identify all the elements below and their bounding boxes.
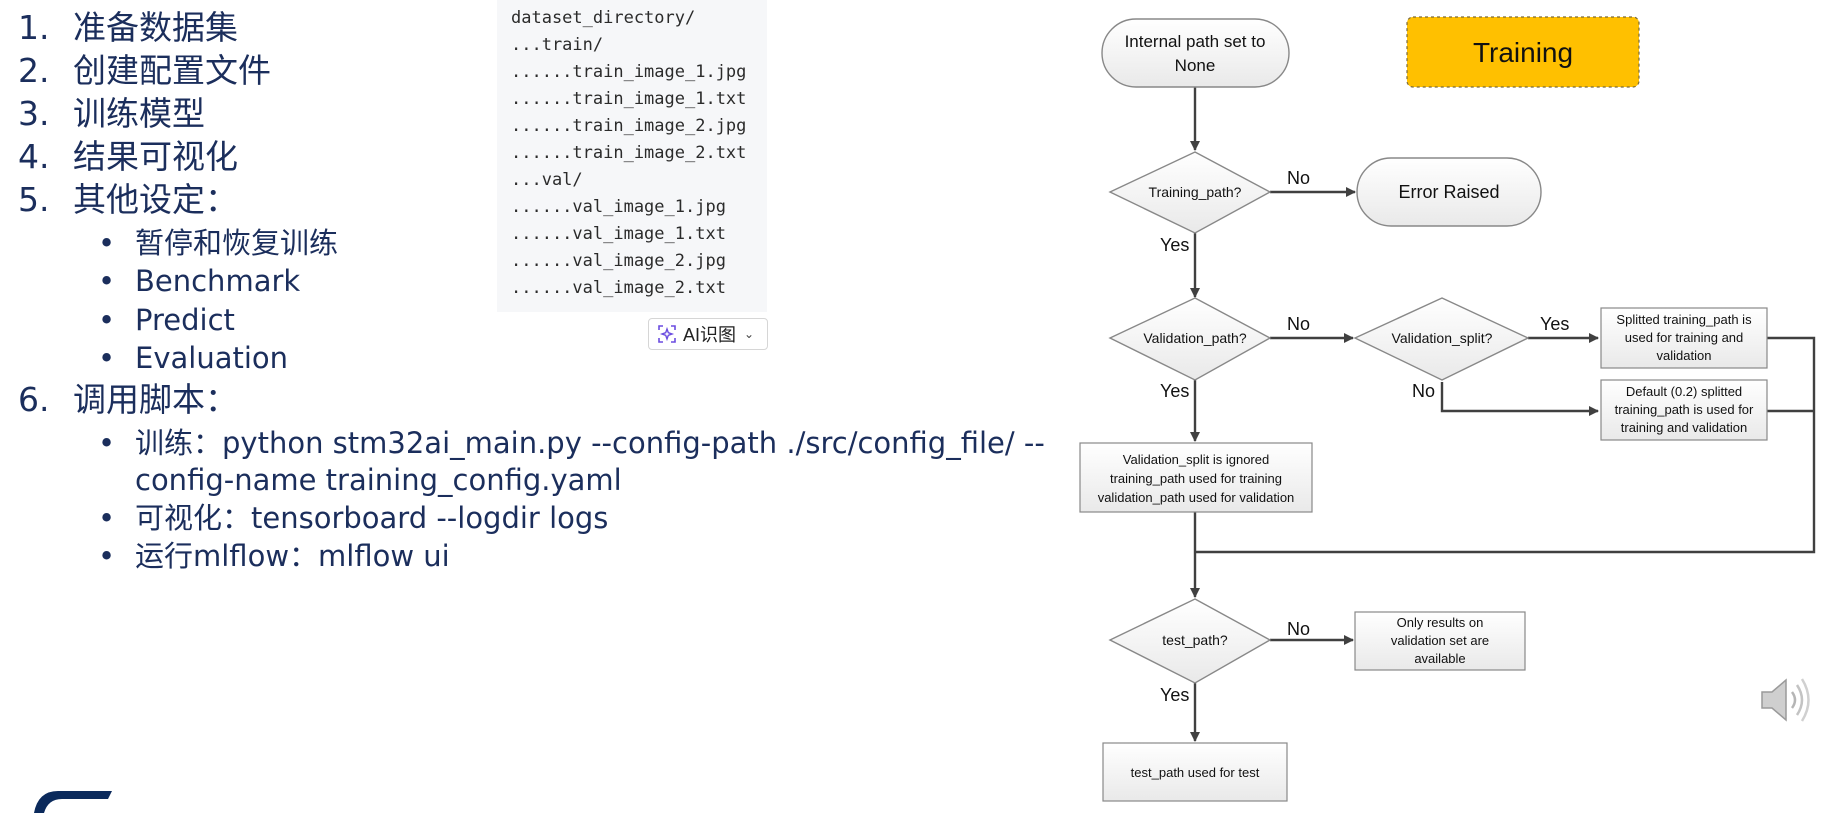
setting-evaluation: •Evaluation bbox=[98, 341, 289, 375]
edge-splitted-merge bbox=[1195, 336, 1816, 554]
start-line-1: Internal path set to bbox=[1125, 32, 1266, 51]
label-yes-split: Yes bbox=[1540, 314, 1569, 334]
ai-sparkle-icon bbox=[658, 325, 676, 343]
node-splitted-training: Splitted training_path is used for train… bbox=[1600, 307, 1768, 369]
ai-button-label: AI识图 bbox=[683, 325, 737, 345]
svg-text:used for training and: used for training and bbox=[1625, 330, 1744, 345]
code-line: ......val_image_2.jpg bbox=[511, 251, 726, 271]
code-line: ......train_image_2.jpg bbox=[511, 116, 747, 136]
code-line: dataset_directory/ bbox=[511, 8, 696, 28]
node-default-split: Default (0.2) splitted training_path is … bbox=[1600, 379, 1768, 441]
speaker-icon[interactable] bbox=[1758, 670, 1813, 730]
script-visualize: •可视化：tensorboard --logdir logs bbox=[98, 501, 609, 535]
svg-text:Validation_split?: Validation_split? bbox=[1392, 330, 1493, 346]
code-line: ......train_image_2.txt bbox=[511, 143, 747, 163]
label-no-validation: No bbox=[1287, 314, 1310, 334]
svg-text:test_path used for test: test_path used for test bbox=[1131, 765, 1260, 780]
svg-text:Error Raised: Error Raised bbox=[1398, 182, 1499, 202]
start-line-2: None bbox=[1175, 56, 1216, 75]
step-4-label: 结果可视化 bbox=[73, 137, 238, 176]
node-training-path-decision: Training_path? bbox=[1108, 151, 1272, 234]
svg-text:Only results on: Only results on bbox=[1397, 615, 1484, 630]
svg-text:training and validation: training and validation bbox=[1621, 420, 1747, 435]
script-mlflow: •运行mlflow：mlflow ui bbox=[98, 539, 450, 573]
label-yes-test: Yes bbox=[1160, 685, 1189, 705]
code-line: ......val_image_1.txt bbox=[511, 224, 726, 244]
svg-text:validation: validation bbox=[1657, 348, 1712, 363]
setting-benchmark: •Benchmark bbox=[98, 264, 301, 298]
dataset-tree-code: dataset_directory/ ...train/ ......train… bbox=[497, 0, 767, 312]
label-yes-training: Yes bbox=[1160, 235, 1189, 255]
svg-text:validation set are: validation set are bbox=[1391, 633, 1489, 648]
code-line: ......train_image_1.txt bbox=[511, 89, 747, 109]
step-3-label: 训练模型 bbox=[73, 94, 205, 133]
code-line: ...train/ bbox=[511, 35, 604, 55]
svg-text:training_path used for trainin: training_path used for training bbox=[1110, 471, 1282, 486]
setting-predict: •Predict bbox=[98, 303, 235, 337]
label-no-test: No bbox=[1287, 619, 1310, 639]
training-badge-box bbox=[1406, 16, 1640, 88]
training-badge-label: Training bbox=[1473, 37, 1573, 68]
training-badge: Training bbox=[1406, 16, 1640, 88]
node-split-ignored: Validation_split is ignored training_pat… bbox=[1079, 442, 1313, 513]
step-1: 1.准备数据集 bbox=[18, 8, 238, 47]
svg-text:validation_path used for valid: validation_path used for validation bbox=[1098, 490, 1295, 505]
svg-text:Validation_split is ignored: Validation_split is ignored bbox=[1123, 452, 1269, 467]
label-no-split: No bbox=[1412, 381, 1435, 401]
code-line: ......train_image_1.jpg bbox=[511, 62, 747, 82]
code-line: ......val_image_1.jpg bbox=[511, 197, 726, 217]
setting-pause-resume: •暂停和恢复训练 bbox=[98, 226, 339, 260]
label-no-training: No bbox=[1287, 168, 1310, 188]
step-1-label: 准备数据集 bbox=[73, 8, 238, 47]
svg-text:Validation_path?: Validation_path? bbox=[1143, 330, 1246, 346]
node-test-path-decision: test_path? bbox=[1108, 598, 1272, 684]
node-test-used: test_path used for test bbox=[1102, 742, 1288, 802]
svg-text:Training_path?: Training_path? bbox=[1149, 184, 1242, 200]
step-4: 4.结果可视化 bbox=[18, 137, 238, 176]
step-5-label: 其他设定： bbox=[73, 180, 238, 219]
ai-image-recognition-button[interactable]: AI识图 ⌄ bbox=[648, 318, 768, 350]
svg-text:training_path is used for: training_path is used for bbox=[1615, 402, 1754, 417]
script-train-cont: config-name training_config.yaml bbox=[135, 463, 622, 497]
script-train: •训练：python stm32ai_main.py --config-path… bbox=[98, 426, 1045, 460]
step-3: 3.训练模型 bbox=[18, 94, 205, 133]
step-6: 6.调用脚本： bbox=[18, 380, 238, 419]
code-line: ......val_image_2.txt bbox=[511, 278, 726, 298]
node-validation-split-decision: Validation_split? bbox=[1353, 297, 1530, 381]
node-start: Internal path set to None bbox=[1101, 18, 1290, 88]
code-line: ...val/ bbox=[511, 170, 583, 190]
chevron-down-icon[interactable]: ⌄ bbox=[744, 327, 755, 341]
svg-text:Default (0.2) splitted: Default (0.2) splitted bbox=[1626, 384, 1742, 399]
label-yes-validation: Yes bbox=[1160, 381, 1189, 401]
svg-text:Splitted training_path is: Splitted training_path is bbox=[1616, 312, 1752, 327]
node-error-raised: Error Raised bbox=[1356, 157, 1542, 227]
svg-text:available: available bbox=[1414, 651, 1465, 666]
svg-text:test_path?: test_path? bbox=[1162, 632, 1228, 648]
step-2: 2.创建配置文件 bbox=[18, 51, 271, 90]
step-6-label: 调用脚本： bbox=[73, 380, 238, 419]
node-validation-path-decision: Validation_path? bbox=[1108, 297, 1272, 381]
edge-split-default bbox=[1440, 382, 1599, 416]
logo-partial bbox=[34, 791, 112, 813]
step-2-label: 创建配置文件 bbox=[73, 51, 271, 90]
step-5: 5.其他设定： bbox=[18, 180, 238, 219]
flow-edges bbox=[1190, 87, 1816, 742]
training-flowchart: No Yes No Yes No Yes No Yes Training Int… bbox=[1079, 16, 1816, 802]
node-only-results: Only results on validation set are avail… bbox=[1354, 611, 1526, 671]
